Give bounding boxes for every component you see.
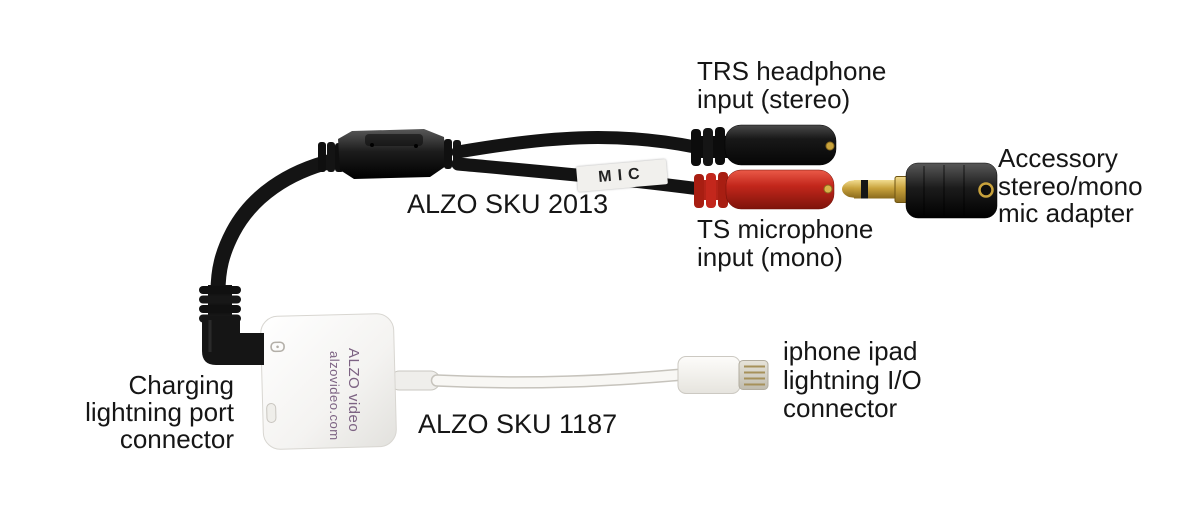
trs-jack-gold-socket (825, 141, 835, 151)
y-junction (318, 129, 461, 179)
charging-plug-cable (210, 153, 340, 300)
ts-input-label: TS microphone input (mono) (697, 215, 873, 271)
accessory-adapter-label-line3: mic adapter (998, 198, 1134, 228)
trs-input-label: TRS headphone input (stereo) (697, 57, 886, 113)
ts-jack-gold-socket (823, 184, 833, 194)
lightning-io-label: iphone ipad lightning I/O connector (783, 337, 922, 423)
lightning-io-label-line1: iphone ipad (783, 336, 918, 366)
adapter-barrel (905, 162, 998, 219)
adapter-brand-text: ALZO video (345, 348, 362, 433)
trs-headphone-jack (691, 124, 837, 166)
ts-input-label-line1: TS microphone (697, 214, 874, 244)
accessory-adapter-label-line1: Accessory (998, 143, 1118, 173)
charging-port-label-line1: Charging (128, 370, 234, 400)
lightning-io-label-line2: lightning I/O (783, 364, 922, 395)
adapter-website-text: alzovideo.com (327, 351, 342, 441)
accessory-mic-adapter (842, 162, 998, 219)
sku-2013-label: ALZO SKU 2013 (407, 189, 609, 219)
lightning-port-icon (270, 341, 285, 353)
charging-port-label: Charging lightning port connector (58, 372, 234, 453)
y-splitter-cable (199, 129, 707, 365)
charging-port-label-line2: lightning port (85, 397, 234, 427)
accessory-adapter-label-line2: stereo/mono (998, 170, 1143, 201)
lightning-adapter-body (260, 313, 397, 450)
mono-gold-plug (842, 176, 909, 203)
ts-input-label-line2: input (mono) (697, 242, 843, 272)
right-angle-plug (202, 316, 264, 365)
charging-port-label-line3: connector (119, 424, 234, 454)
trs-input-label-line2: input (stereo) (697, 84, 851, 114)
adapter-port-slot (266, 402, 277, 423)
lightning-io-label-line3: connector (783, 393, 898, 423)
sku-1187-label: ALZO SKU 1187 (418, 409, 618, 439)
adapter-gold-socket (978, 182, 994, 198)
headphone-lead (451, 131, 702, 159)
trs-input-label-line1: TRS headphone (697, 56, 887, 86)
ts-microphone-jack (694, 169, 835, 210)
lightning-cable (389, 368, 690, 391)
accessory-adapter-label: Accessory stereo/mono mic adapter (998, 143, 1143, 228)
lightning-connector (677, 356, 769, 394)
